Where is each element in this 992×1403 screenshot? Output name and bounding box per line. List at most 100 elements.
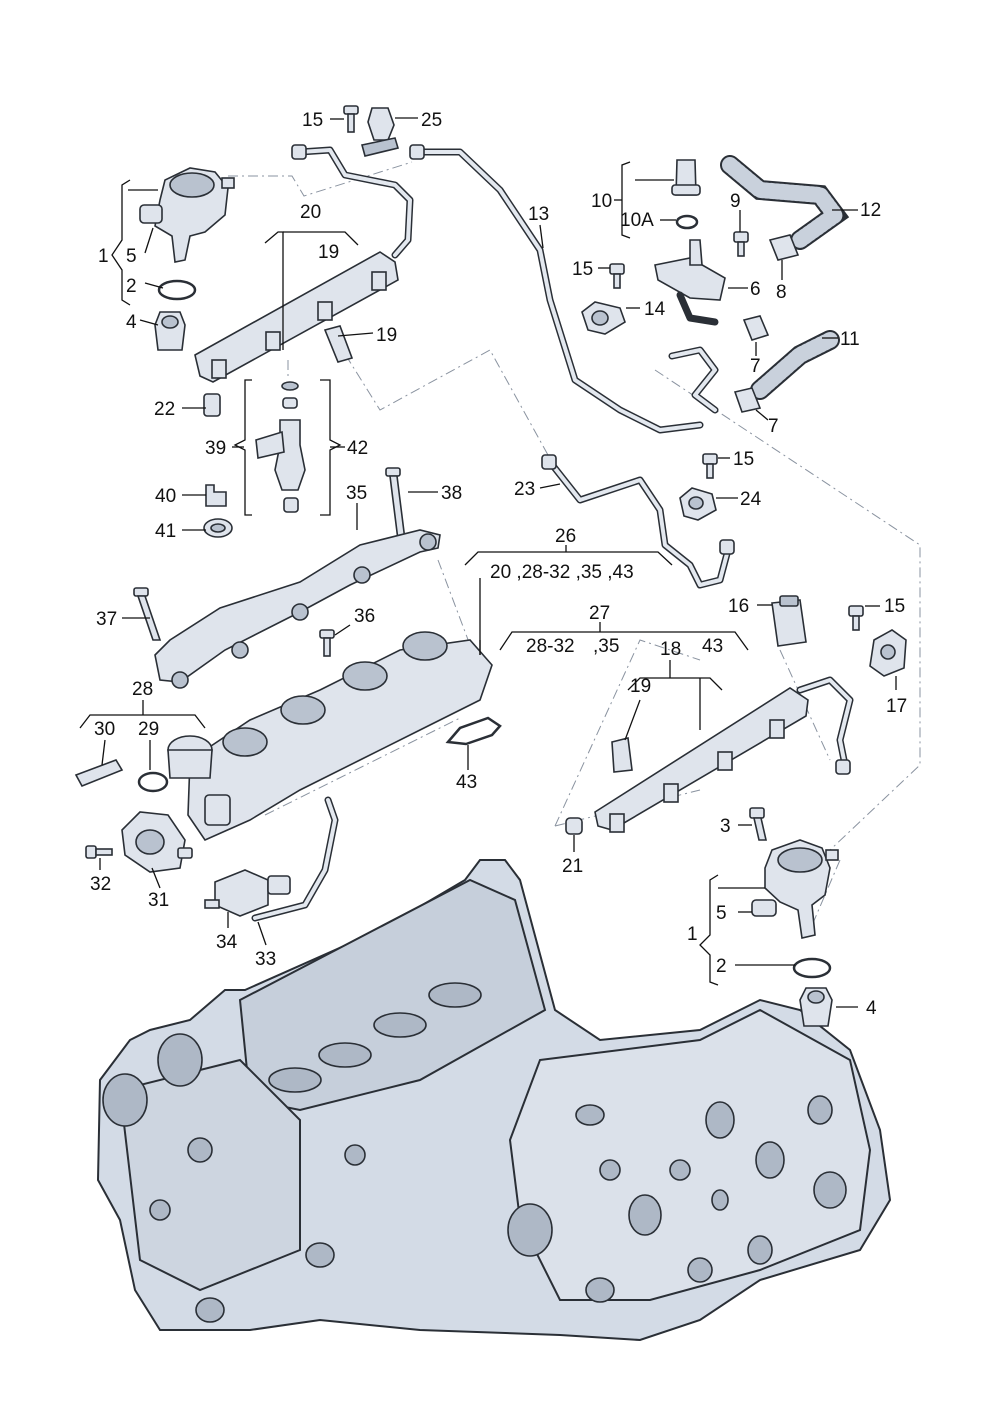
screw-9	[733, 231, 749, 257]
roller-tappet-left	[154, 311, 186, 351]
clamp-7-a	[742, 315, 770, 341]
o-ring-right	[792, 957, 832, 979]
callout-15-top: 15	[302, 110, 323, 131]
injector-19-top	[323, 325, 354, 363]
gasket-43	[445, 716, 502, 746]
clamp-24	[679, 487, 717, 521]
callout-26: 26	[555, 526, 576, 547]
callout-6: 6	[750, 279, 761, 300]
callout-19-mid: 19	[376, 325, 397, 346]
callout-1-right: 1	[687, 924, 698, 945]
callout-23: 23	[514, 479, 535, 500]
callout-18: 18	[660, 639, 681, 660]
leader-lines	[79, 117, 897, 1008]
callout-17: 17	[886, 696, 907, 717]
callout-labels: 1 5 2 4 15 25 20 19 19 22 39 42 40 41 38…	[90, 110, 907, 1019]
actuator-near-manifold	[167, 735, 213, 779]
callout-15-mid: 15	[733, 449, 754, 470]
sensor-16	[771, 595, 807, 647]
fitting-6	[654, 239, 726, 326]
callout-38: 38	[441, 483, 462, 504]
seal-10a	[675, 214, 699, 230]
callout-14: 14	[644, 299, 666, 320]
screw-36	[319, 629, 335, 657]
callout-39: 39	[205, 438, 226, 459]
clamp-7-b	[733, 387, 762, 413]
callout-42: 42	[347, 438, 368, 459]
callout-27-list-b: ,35	[593, 636, 619, 657]
clip-40	[205, 484, 227, 507]
screw-top	[343, 105, 359, 133]
callout-34: 34	[216, 932, 238, 953]
fuel-rail-right	[594, 687, 809, 833]
callout-24: 24	[740, 489, 762, 510]
callout-4-right: 4	[866, 998, 877, 1019]
fuel-rail-left	[194, 251, 399, 383]
callout-25: 25	[421, 110, 442, 131]
callout-41: 41	[155, 521, 176, 542]
callout-36: 36	[354, 606, 375, 627]
callout-21: 21	[562, 856, 583, 877]
ring-41	[203, 518, 233, 538]
callout-27-list-a: 28-32	[526, 636, 575, 657]
callout-31: 31	[148, 890, 169, 911]
injector-assembly	[233, 379, 342, 516]
callout-33: 33	[255, 949, 276, 970]
callout-20: 20	[300, 202, 321, 223]
callout-26-list: 20 ,28-32 ,35 ,43	[490, 562, 634, 583]
callout-35: 35	[346, 483, 367, 504]
screw-3	[749, 807, 768, 841]
screw-15-right	[609, 263, 625, 289]
callout-15-right: 15	[572, 259, 593, 280]
callout-27-list-c: 43	[702, 636, 723, 657]
callout-12: 12	[860, 200, 881, 221]
callout-11: 11	[840, 329, 860, 350]
intake-manifold-28	[187, 631, 493, 842]
callout-30: 30	[94, 719, 115, 740]
callout-5-left: 5	[126, 246, 137, 267]
o-ring-29	[137, 771, 169, 793]
connector-30	[74, 759, 124, 788]
pressure-sensor-22	[203, 393, 221, 417]
screw-32	[85, 845, 113, 859]
sensor-10	[671, 159, 701, 196]
callout-1-left: 1	[98, 246, 109, 267]
injector-19-low	[611, 737, 633, 773]
callout-27: 27	[589, 603, 610, 624]
callout-32: 32	[90, 874, 111, 895]
bolt-38	[385, 467, 406, 541]
bolt-37	[133, 587, 162, 641]
bracket-14	[581, 301, 626, 335]
callout-8: 8	[776, 282, 787, 303]
engine-block	[96, 859, 892, 1342]
callout-3: 3	[720, 816, 731, 837]
callout-19-low: 19	[630, 676, 651, 697]
screw-15-mid	[702, 453, 718, 479]
callout-28: 28	[132, 679, 153, 700]
o-ring-left	[157, 279, 197, 301]
roller-tappet-right	[799, 987, 833, 1027]
callout-7-a: 7	[750, 356, 761, 377]
clamp-8	[768, 234, 800, 261]
plug-21	[565, 817, 583, 835]
callout-5-right: 5	[716, 903, 727, 924]
callout-7-b: 7	[768, 416, 779, 437]
callout-19-top: 19	[318, 242, 339, 263]
callout-2-right: 2	[716, 956, 727, 977]
callout-40: 40	[155, 486, 176, 507]
clamp-top	[361, 107, 400, 157]
high-pressure-pump-right	[751, 839, 839, 939]
callout-37: 37	[96, 609, 117, 630]
fuel-line-13	[416, 148, 704, 434]
callout-16: 16	[728, 596, 749, 617]
throttle-31	[121, 811, 193, 873]
callout-22: 22	[154, 399, 175, 420]
callout-10a: 10A	[620, 210, 654, 231]
callout-29: 29	[138, 719, 159, 740]
callout-4-left: 4	[126, 312, 137, 333]
callout-13: 13	[528, 204, 549, 225]
callout-43: 43	[456, 772, 477, 793]
frame-35	[154, 529, 441, 689]
screw-15-low	[848, 605, 864, 631]
